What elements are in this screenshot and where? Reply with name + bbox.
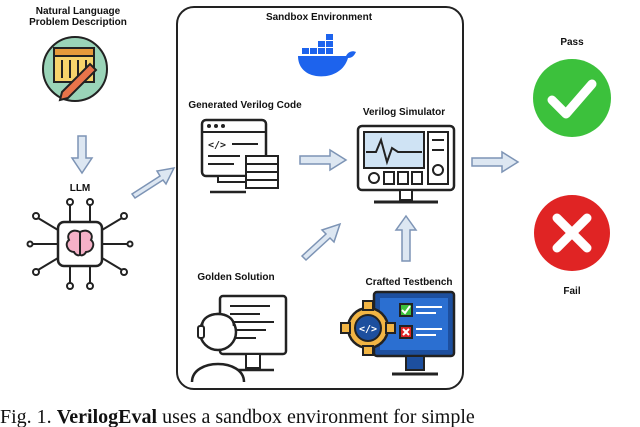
x-circle-icon <box>534 195 610 271</box>
generated-code-label: Generated Verilog Code <box>188 100 302 111</box>
svg-text:</>: </> <box>208 140 226 151</box>
problem-label-line1: Natural Language <box>35 6 121 17</box>
figure-caption: Fig. 1. VerilogEval uses a sandbox envir… <box>0 407 640 427</box>
caption-rest: uses a sandbox environment for simple <box>162 407 475 427</box>
code-window-icon: </> <box>200 118 279 194</box>
caption-prefix: Fig. 1. <box>0 407 52 427</box>
caption-bold: VerilogEval <box>56 407 158 427</box>
testbench-label: Crafted Testbench <box>365 277 453 288</box>
document-pencil-icon <box>42 36 108 102</box>
developer-at-computer-icon <box>190 294 288 383</box>
llm-label: LLM <box>69 183 91 194</box>
arrow-testbench-to-simulator <box>394 214 418 262</box>
simulator-monitor-icon <box>356 124 456 204</box>
svg-text:</>: </> <box>359 324 377 335</box>
docker-whale-icon <box>298 34 356 77</box>
problem-label-line2: Problem Description <box>29 17 127 28</box>
sandbox-label: Sandbox Environment <box>265 12 373 23</box>
golden-solution-label: Golden Solution <box>197 272 275 283</box>
fail-label: Fail <box>563 286 581 297</box>
arrow-llm-to-sandbox <box>130 167 176 200</box>
sandbox-environment-box <box>176 6 464 390</box>
pass-label: Pass <box>560 37 584 48</box>
brain-chip-icon <box>26 198 134 290</box>
check-circle-icon <box>533 59 611 137</box>
arrow-problem-to-llm <box>70 135 94 175</box>
arrow-sandbox-to-result <box>471 150 520 174</box>
simulator-label: Verilog Simulator <box>362 107 446 118</box>
gear-checklist-icon: </> <box>340 290 456 376</box>
arrow-golden-to-simulator <box>300 222 342 262</box>
arrow-code-to-simulator <box>299 148 348 172</box>
problem-description-label: Natural Language Problem Description <box>18 6 138 28</box>
